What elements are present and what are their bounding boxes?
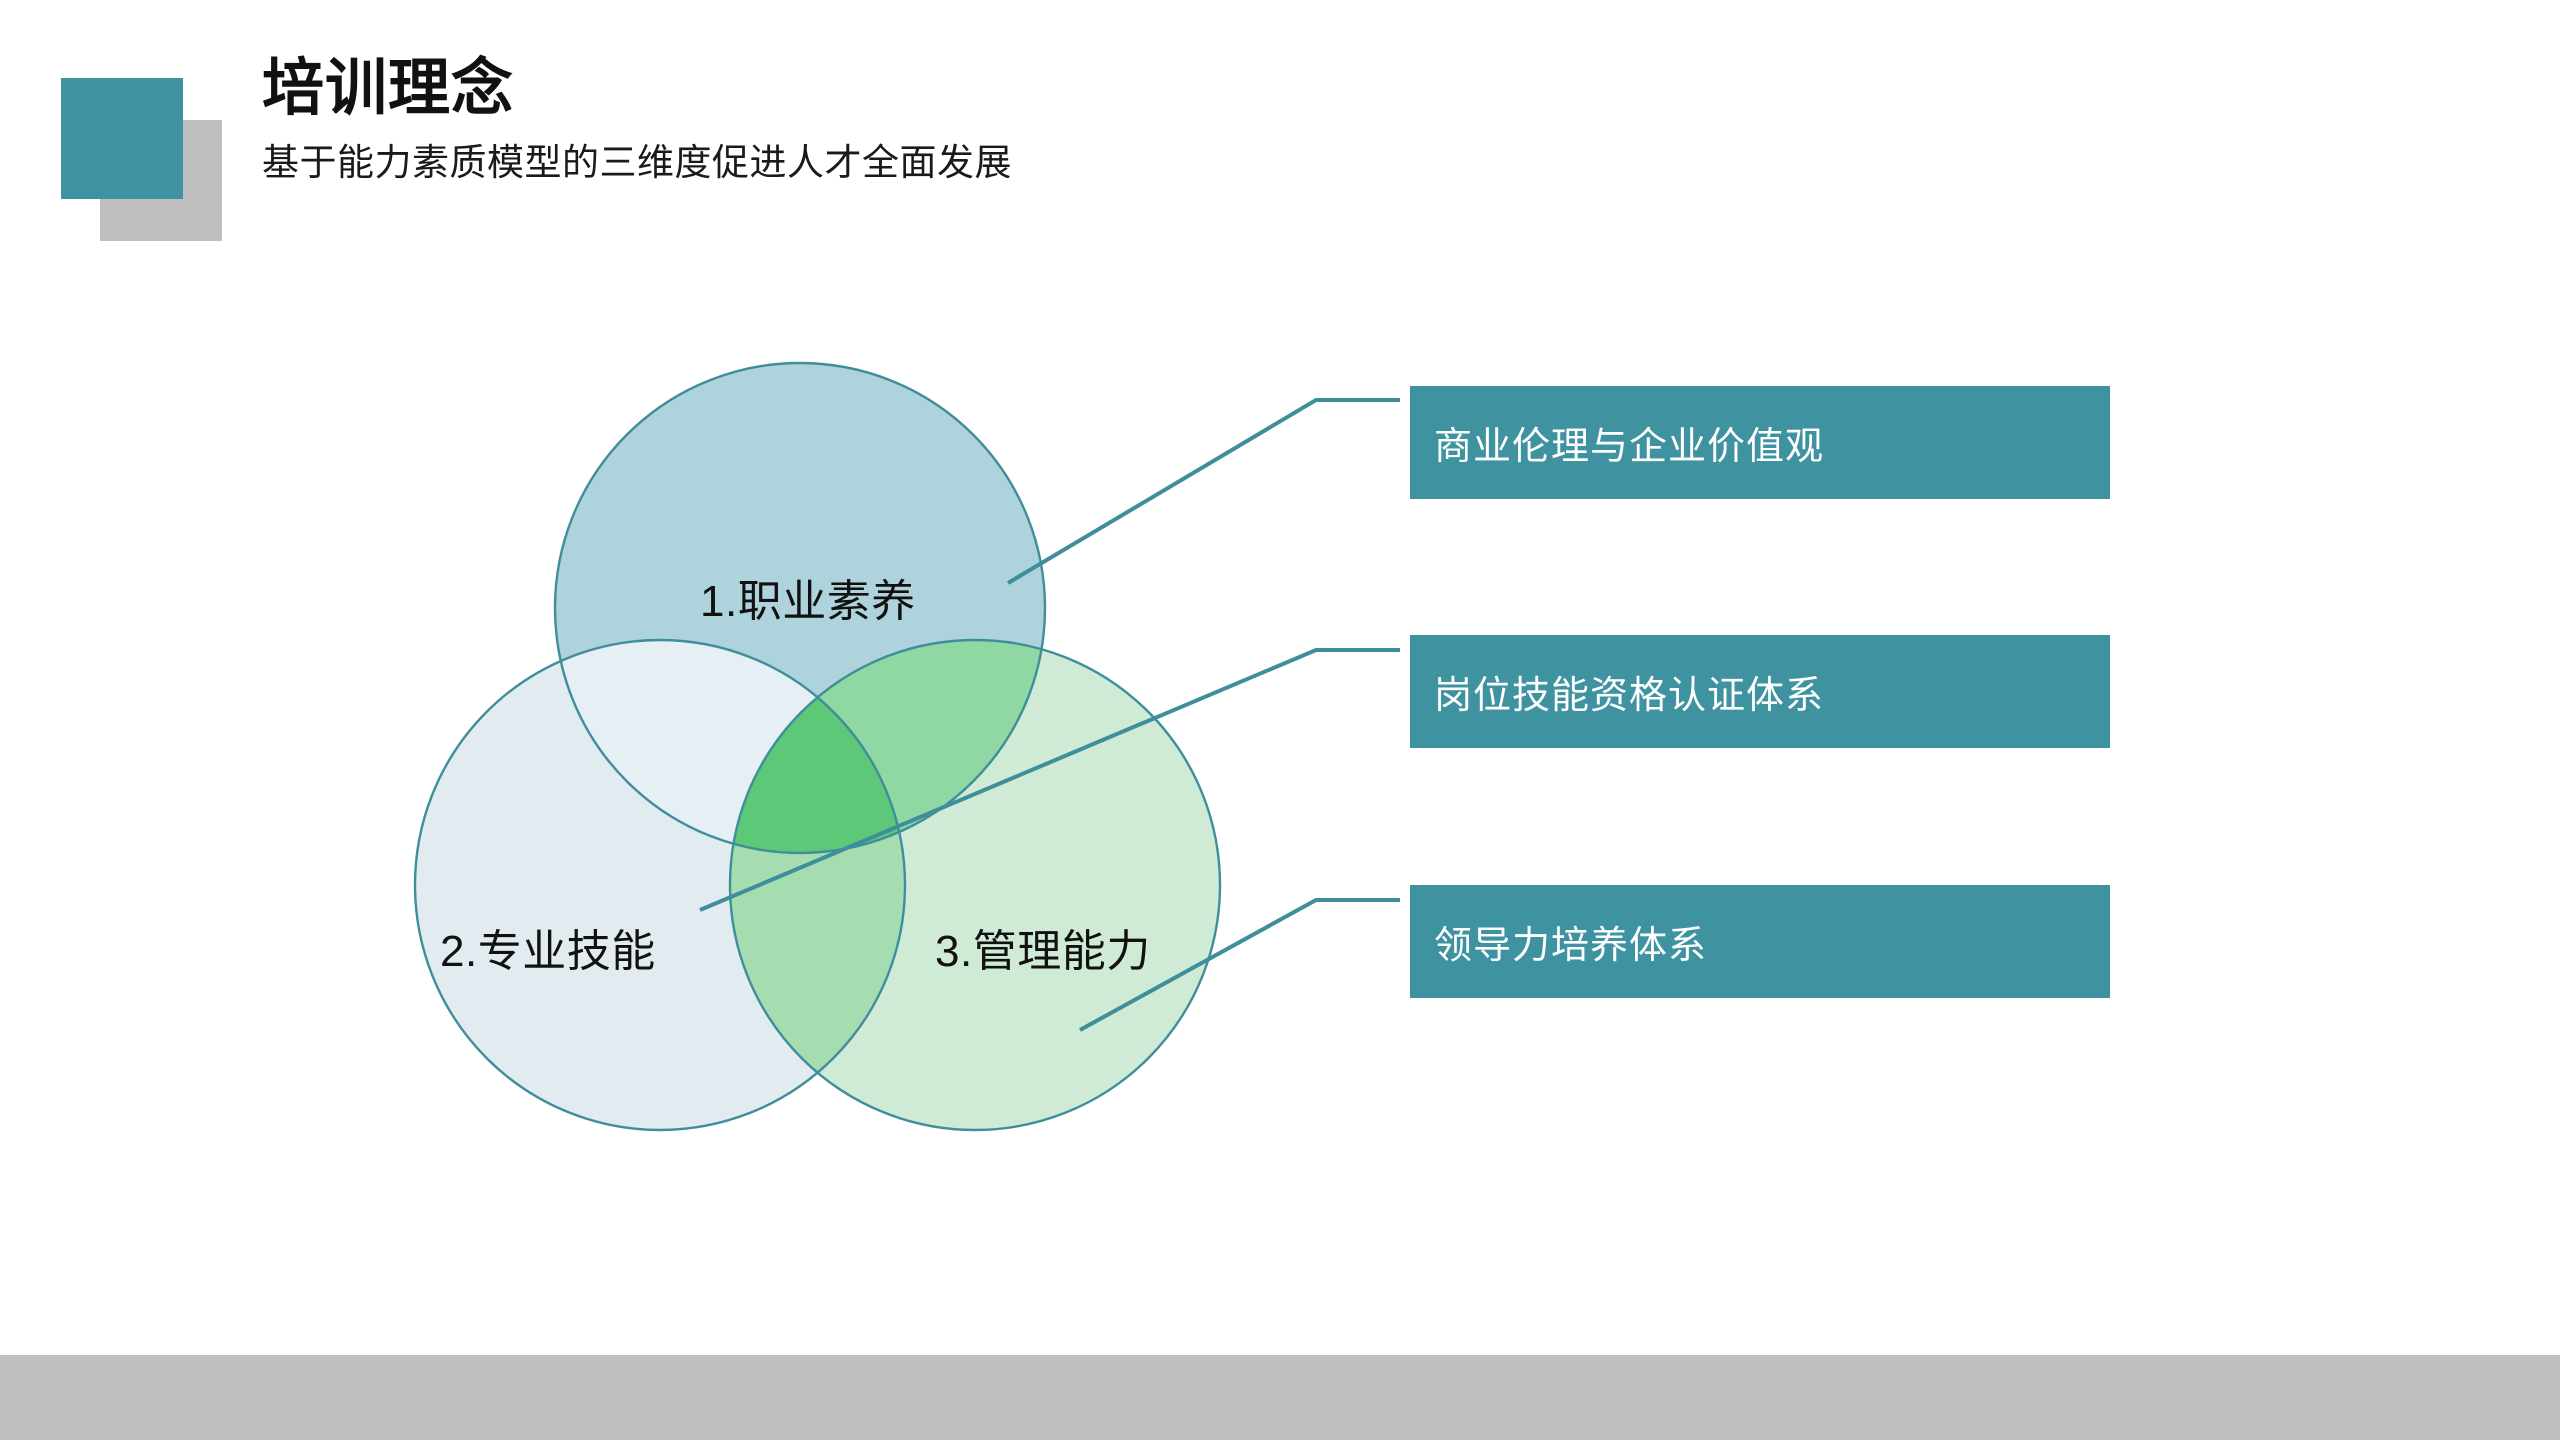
bottom-bar	[0, 1355, 2560, 1440]
venn-circle-1-label: 1.职业素养	[700, 577, 916, 626]
callout-label: 商业伦理与企业价值观	[1434, 426, 1825, 468]
venn-overlap-1-2-3	[730, 640, 905, 853]
venn-circle-3-fill	[730, 640, 1220, 1130]
connector-line-1	[1006, 398, 1400, 585]
venn-circle-1-outline	[553, 361, 1047, 855]
venn-circle-3-label: 3.管理能力	[935, 927, 1151, 976]
venn-circle-2-fill	[415, 640, 905, 1130]
venn-overlap-1-3	[730, 640, 1045, 853]
venn-overlap-2-3	[730, 640, 905, 1130]
venn-circle-2-outline	[413, 638, 907, 1132]
page-title: 培训理念	[262, 54, 515, 123]
callout-label: 领导力培养体系	[1434, 925, 1708, 967]
venn-overlap-1-2	[555, 640, 905, 853]
connector-line-3	[1079, 898, 1400, 1032]
callout-box-leadership[interactable]: 领导力培养体系	[1410, 885, 2110, 998]
callout-box-business-ethics[interactable]: 商业伦理与企业价值观	[1410, 386, 2110, 499]
venn-circle-3-outline	[728, 638, 1222, 1132]
venn-circle-2-label: 2.专业技能	[440, 927, 656, 976]
venn-circle-1-fill	[555, 363, 1045, 853]
callout-label: 岗位技能资格认证体系	[1434, 675, 1825, 717]
connector-line-2	[699, 648, 1400, 912]
header-block: 培训理念 基于能力素质模型的三维度促进人才全面发展	[262, 54, 1862, 186]
page-subtitle: 基于能力素质模型的三维度促进人才全面发展	[262, 142, 1012, 184]
decorative-square-teal	[61, 78, 183, 199]
callout-box-skill-certification[interactable]: 岗位技能资格认证体系	[1410, 635, 2110, 748]
